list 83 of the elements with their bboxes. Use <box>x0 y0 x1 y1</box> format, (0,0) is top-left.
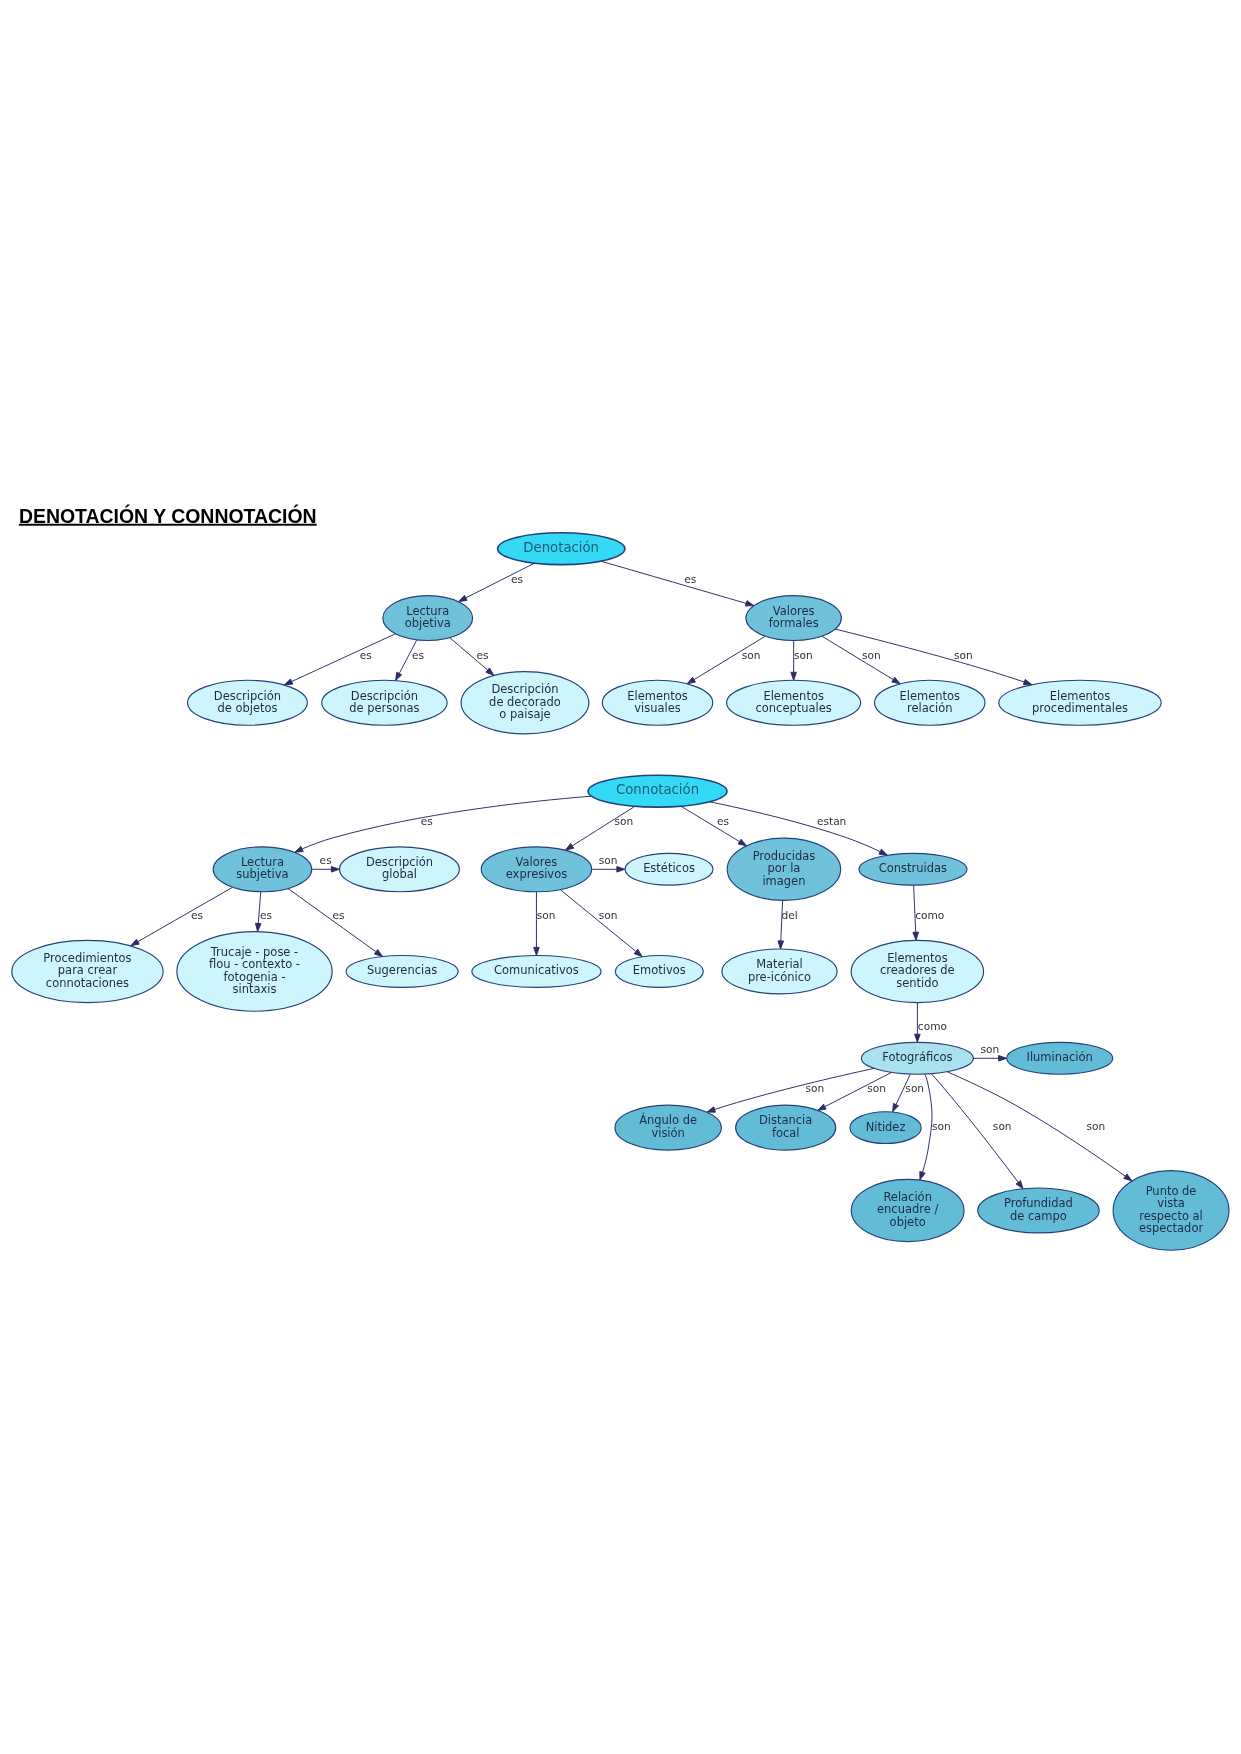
arrow <box>706 1067 875 1113</box>
edge-label: del <box>781 908 798 921</box>
node-ellipse: Estéticos <box>624 852 714 886</box>
node-ellipse: Elementos creadores de sentido <box>850 939 985 1003</box>
node-ellipse: Material pre-icónico <box>721 947 838 994</box>
edge-label: es <box>716 814 729 827</box>
edge-label: estan <box>816 814 847 827</box>
edge-label: son <box>741 648 761 661</box>
edge-label: son <box>980 1042 1000 1055</box>
edge-label: es <box>259 908 273 921</box>
node-ellipse: Denotación <box>496 531 626 565</box>
arrow <box>972 1054 1008 1062</box>
node-ellipse: Elementos conceptuales <box>726 679 862 726</box>
edge-label: es <box>420 814 433 827</box>
edge-label: son <box>614 814 634 827</box>
edge-label: como <box>917 1019 947 1032</box>
node-ellipse: Elementos visuales <box>601 679 714 726</box>
arrow <box>449 636 495 676</box>
node-ellipse: Sugerencias <box>345 954 459 988</box>
arrow <box>930 1072 1024 1189</box>
diagram-title: DENOTACIÓN Y CONNOTACIÓN <box>18 504 317 527</box>
node-ellipse: Emotivos <box>614 954 704 988</box>
arrow <box>777 899 785 949</box>
edge-label: es <box>359 648 372 661</box>
arrow <box>919 1073 933 1180</box>
node-ellipse: Relación encuadre / objeto <box>850 1178 965 1242</box>
arrow <box>559 888 643 957</box>
arrow <box>311 865 340 873</box>
edge-label: son <box>1086 1119 1106 1132</box>
arrow <box>533 890 540 956</box>
node-ellipse: Construidas <box>858 852 968 886</box>
edge-label: es <box>191 908 204 921</box>
arrow <box>686 635 766 684</box>
node-ellipse: Nitidez <box>849 1110 922 1144</box>
edge-label: es <box>476 648 489 661</box>
node-ellipse: Descripción de personas <box>321 679 448 726</box>
edge-label: es <box>332 908 345 921</box>
arrow <box>395 639 418 681</box>
arrow <box>130 886 233 946</box>
edge-label: son <box>867 1081 887 1094</box>
edge-label: son <box>862 648 881 661</box>
node-ellipse: Descripción global <box>339 845 460 892</box>
edge-label: son <box>905 1081 925 1094</box>
arrow <box>600 560 755 607</box>
edge-label: es <box>510 572 524 585</box>
edge-label: son <box>794 648 813 661</box>
arrow <box>947 1070 1133 1181</box>
edge-label: son <box>953 648 973 661</box>
node-ellipse: Descripción de decorado o paisaje <box>460 670 590 734</box>
arrow <box>892 1073 911 1112</box>
node-ellipse: Fotográficos <box>860 1041 974 1075</box>
arrow <box>591 865 626 873</box>
arrow <box>254 890 262 932</box>
arrow <box>821 635 901 684</box>
edge-label: son <box>598 853 618 866</box>
edge-label: es <box>411 648 425 661</box>
arrow <box>912 884 919 941</box>
node-ellipse: Profundidad de campo <box>977 1186 1100 1233</box>
node-ellipse: Iluminación <box>1006 1041 1114 1075</box>
arrow <box>834 628 1033 685</box>
arrow <box>287 887 383 957</box>
arrow <box>817 1071 892 1111</box>
arrow <box>458 562 535 602</box>
edge-label: es <box>319 853 332 866</box>
arrow <box>564 805 636 851</box>
node-ellipse: Connotación <box>587 774 728 808</box>
arrow <box>294 795 592 853</box>
arrow <box>680 805 747 846</box>
node-ellipse: Trucaje - pose - flou - contexto - fotogenia - sintaxis <box>176 930 333 1012</box>
edge-label: son <box>536 908 556 921</box>
edge-label: son <box>598 908 618 921</box>
arrow <box>709 800 888 856</box>
arrow <box>790 639 797 681</box>
node-ellipse: Elementos relación <box>874 679 986 726</box>
edge-label: son <box>992 1119 1012 1132</box>
edge-label: son <box>931 1119 951 1132</box>
node-ellipse: Valores expresivos <box>480 845 593 892</box>
edge-label: como <box>915 908 945 921</box>
arrow <box>283 632 396 685</box>
edge-label: es <box>684 572 697 585</box>
edge-label: son <box>805 1081 825 1094</box>
arrow <box>914 1001 921 1043</box>
node-ellipse: Comunicativos <box>471 954 602 988</box>
